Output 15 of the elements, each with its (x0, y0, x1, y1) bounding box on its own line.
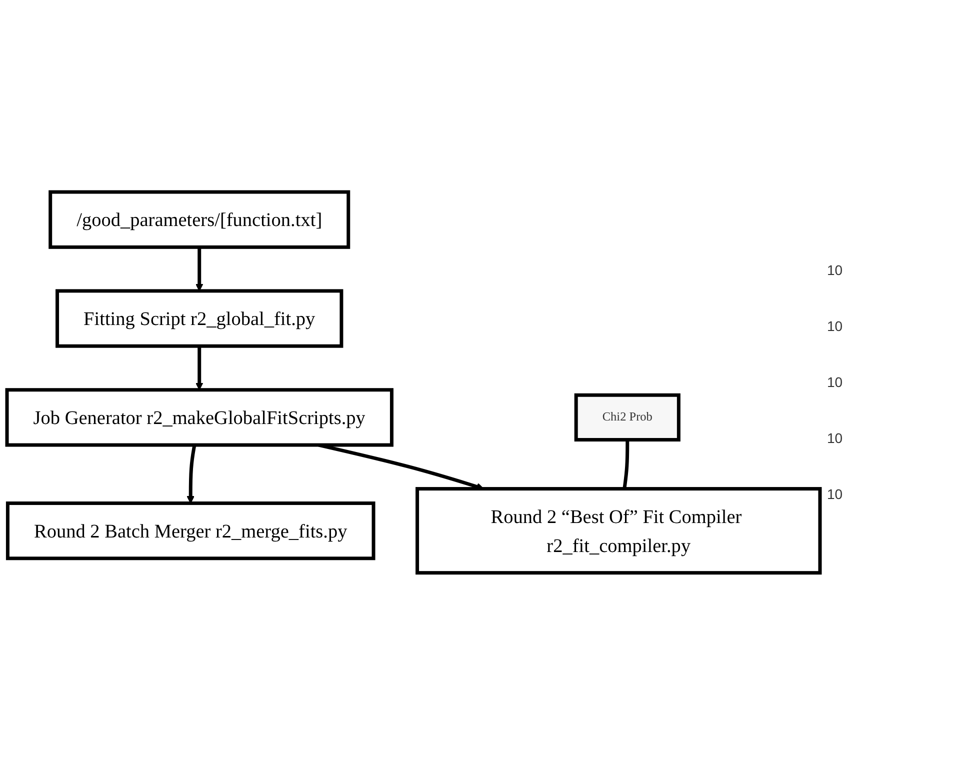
node-box: Fitting Script r2_global_fit.py (56, 288, 344, 348)
node-box: Round 2 “Best Of” Fit Compiler r2_fit_compiler.py (416, 486, 822, 574)
arrow (186, 444, 196, 504)
axis-tick-label: 10 (827, 486, 844, 502)
arrow (196, 346, 204, 390)
connector (622, 439, 630, 489)
axis-tick-label: 10 (827, 318, 844, 334)
node-box: Chi2 Prob (574, 392, 680, 442)
node-box: /good_parameters/[function.txt] (48, 190, 350, 248)
node-box: Round 2 Batch Merger r2_merge_fits.py (6, 501, 376, 560)
axis-tick-label: 10 (827, 430, 844, 446)
axis-tick-label: 10 (827, 262, 844, 278)
node-box: Job Generator r2_makeGlobalFitScripts.py (5, 388, 394, 446)
axis-tick-label: 10 (827, 374, 844, 390)
arrow (196, 246, 204, 291)
